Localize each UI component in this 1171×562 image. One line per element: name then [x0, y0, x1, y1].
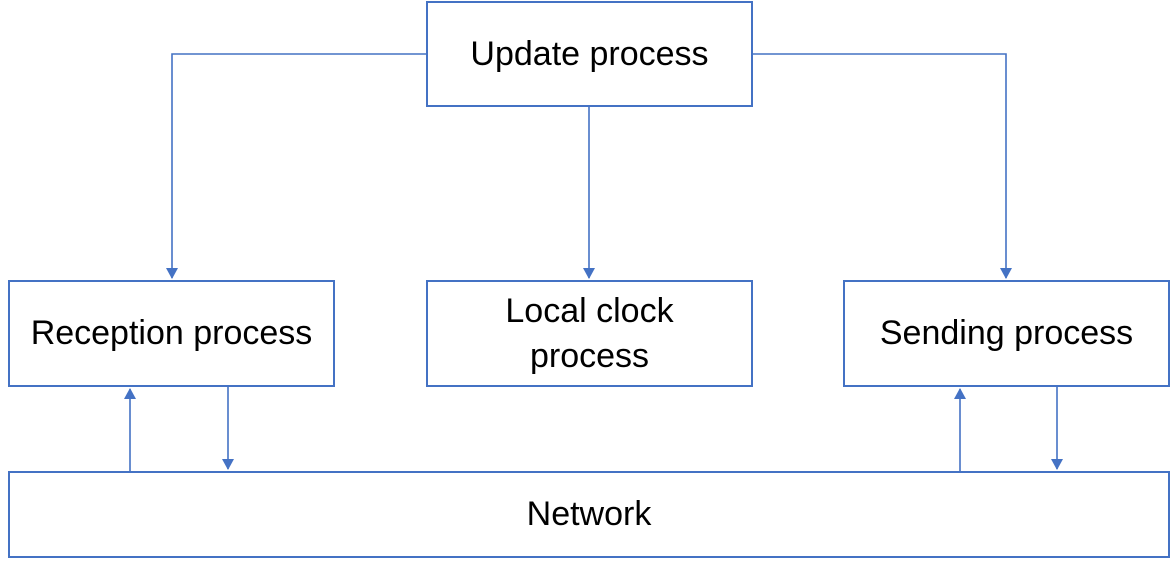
- edge-update-to-sending: [753, 53, 1012, 279]
- reception-process-box: Reception process: [8, 280, 335, 387]
- network-box: Network: [8, 471, 1170, 558]
- edge-update-to-reception: [166, 53, 426, 279]
- network-label: Network: [526, 495, 652, 534]
- update-process-label: Update process: [470, 34, 709, 73]
- update-process-box: Update process: [426, 1, 753, 107]
- sending-process-box: Sending process: [843, 280, 1170, 387]
- reception-process-label: Reception process: [30, 314, 313, 353]
- local-clock-process-box: Local clock process: [426, 280, 753, 387]
- sending-process-label: Sending process: [879, 314, 1134, 353]
- local-clock-process-label: Local clock process: [505, 292, 674, 375]
